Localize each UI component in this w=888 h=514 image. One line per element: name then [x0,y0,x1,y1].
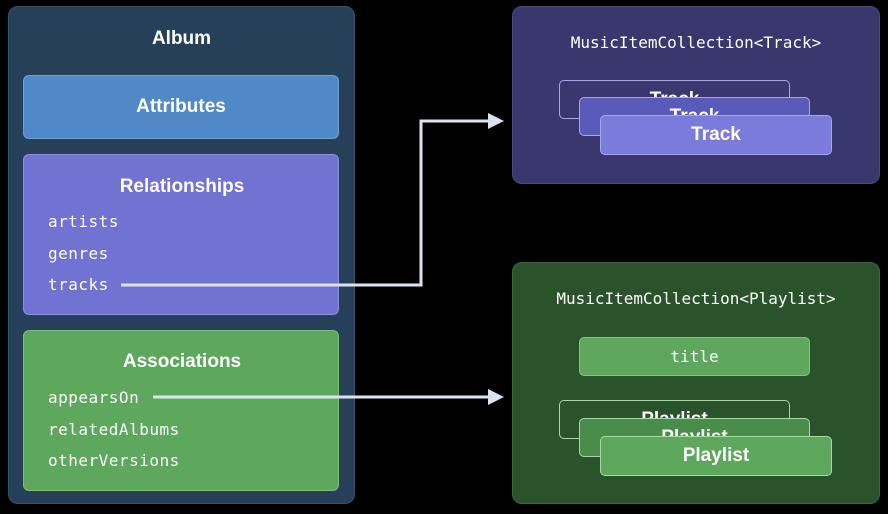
playlist-title-attribute: title [579,337,810,376]
association-otherversions: otherVersions [48,451,180,470]
tracks-arrowhead [488,113,504,129]
playlist-collection-title: MusicItemCollection<Playlist> [556,289,836,308]
associations-box: Associations appearsOn relatedAlbums oth… [23,330,339,491]
association-appearson: appearsOn [48,388,140,407]
tracks-arrow-line [121,119,490,287]
relationship-artists: artists [48,212,119,231]
associations-title: Associations [122,351,242,372]
track-card-front: Track [600,115,832,155]
relationships-title: Relationships [119,176,245,197]
association-relatedalbums: relatedAlbums [48,420,180,439]
track-collection-title: MusicItemCollection<Track> [570,33,822,52]
relationship-genres: genres [48,244,109,263]
relationship-tracks: tracks [48,275,109,294]
relationships-box: Relationships artists genres tracks [23,154,339,315]
album-title: Album [151,28,212,49]
playlist-card-front: Playlist [600,436,832,476]
attributes-box: Attributes [23,75,339,139]
appearson-arrowhead [488,389,504,405]
